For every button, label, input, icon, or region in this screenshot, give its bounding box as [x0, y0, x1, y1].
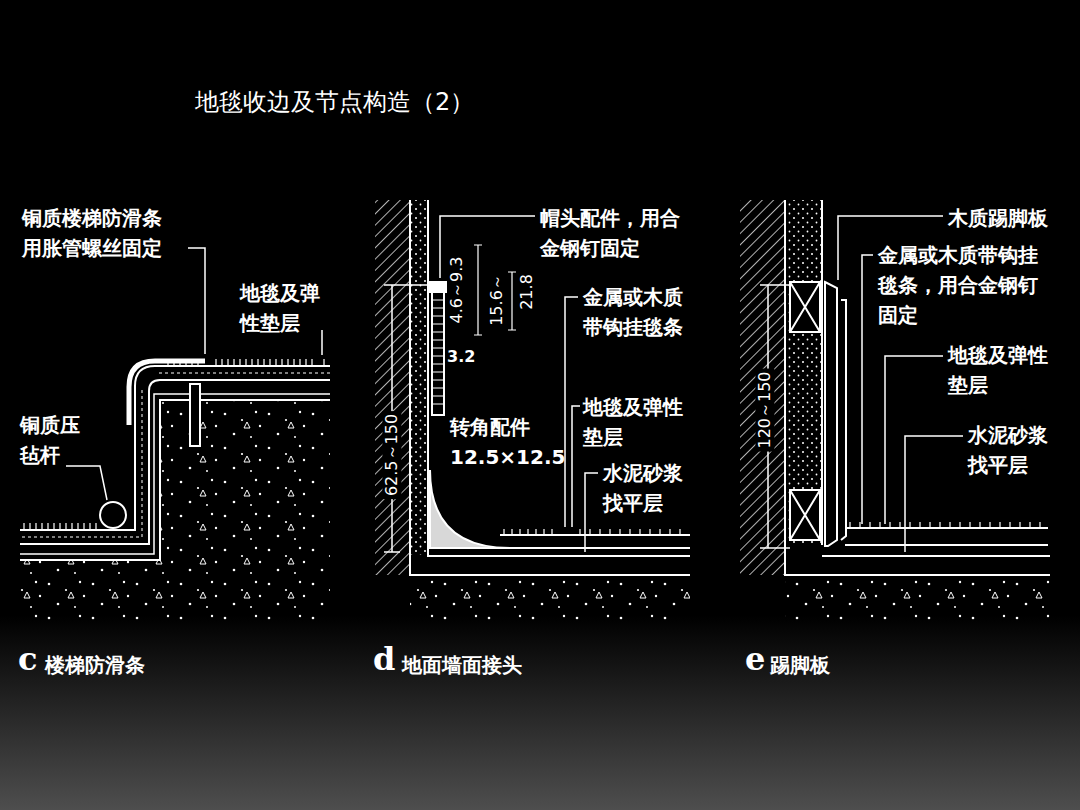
panel-caption: 踢脚板 [770, 650, 830, 680]
part-label: 水泥砂浆 找平层 [968, 420, 1048, 480]
part-label: 地毯及弹性 垫层 [948, 340, 1048, 400]
text-line: 水泥砂浆 [968, 420, 1048, 450]
panel-caption: 楼梯防滑条 [45, 650, 145, 680]
page-title: 地毯收边及节点构造（2） [195, 84, 474, 120]
text-line: 找平层 [968, 450, 1048, 480]
text-line: 垫层 [948, 370, 1048, 400]
part-label: 木质踢脚板 [948, 203, 1048, 233]
dimension: 120～150 [755, 368, 774, 451]
part-label: 金属或木质带钩挂 毯条，用合金钢钉 固定 [878, 240, 1038, 330]
text-line: 毡杆 [20, 440, 80, 470]
dimension: 4.6～9.3 [447, 254, 466, 327]
text-line: 地毯及弹性 [583, 392, 683, 422]
text-line: 带钩挂毯条 [583, 312, 683, 342]
part-label: 水泥砂浆 找平层 [603, 458, 683, 518]
part-label: 铜质压 毡杆 [20, 410, 80, 470]
text-line: 金属或木质带钩挂 [878, 240, 1038, 270]
text-line: 铜质楼梯防滑条 [22, 203, 162, 233]
part-label: 金属或木质 带钩挂毯条 [583, 282, 683, 342]
panel-caption: 地面墙面接头 [402, 650, 522, 680]
text-line: 12.5×12.5 [450, 442, 565, 472]
dimension: 15.6～ [487, 271, 506, 329]
stair-nosing-detail [20, 248, 330, 700]
text-line: 铜质压 [20, 410, 80, 440]
panel-letter: d [373, 640, 395, 678]
panel-letter: c [18, 640, 37, 678]
text-line: 帽头配件，用合 [540, 203, 680, 233]
part-label: 铜质楼梯防滑条 用胀管螺丝固定 [22, 203, 162, 263]
text-line: 用胀管螺丝固定 [22, 233, 162, 263]
text-line: 固定 [878, 300, 1038, 330]
part-label: 转角配件 12.5×12.5 [450, 412, 565, 472]
text-line: 金钢钉固定 [540, 233, 680, 263]
panel-letter: e [745, 640, 765, 678]
text-line: 性垫层 [240, 308, 320, 338]
dimension: 3.2 [447, 345, 475, 369]
text-line: 找平层 [603, 488, 683, 518]
text-line: 地毯及弹性 [948, 340, 1048, 370]
part-label: 地毯及弹 性垫层 [240, 278, 320, 338]
part-label: 帽头配件，用合 金钢钉固定 [540, 203, 680, 263]
text-line: 垫层 [583, 422, 683, 452]
text-line: 转角配件 [450, 412, 565, 442]
text-line: 毯条，用合金钢钉 [878, 270, 1038, 300]
skirting-detail [740, 200, 1050, 620]
text-line: 水泥砂浆 [603, 458, 683, 488]
part-label: 地毯及弹性 垫层 [583, 392, 683, 452]
text-line: 地毯及弹 [240, 278, 320, 308]
dimension: 21.8 [517, 271, 536, 313]
text-line: 金属或木质 [583, 282, 683, 312]
wall-floor-junction-detail [375, 200, 690, 620]
dimension: 62.5～150 [382, 411, 401, 499]
